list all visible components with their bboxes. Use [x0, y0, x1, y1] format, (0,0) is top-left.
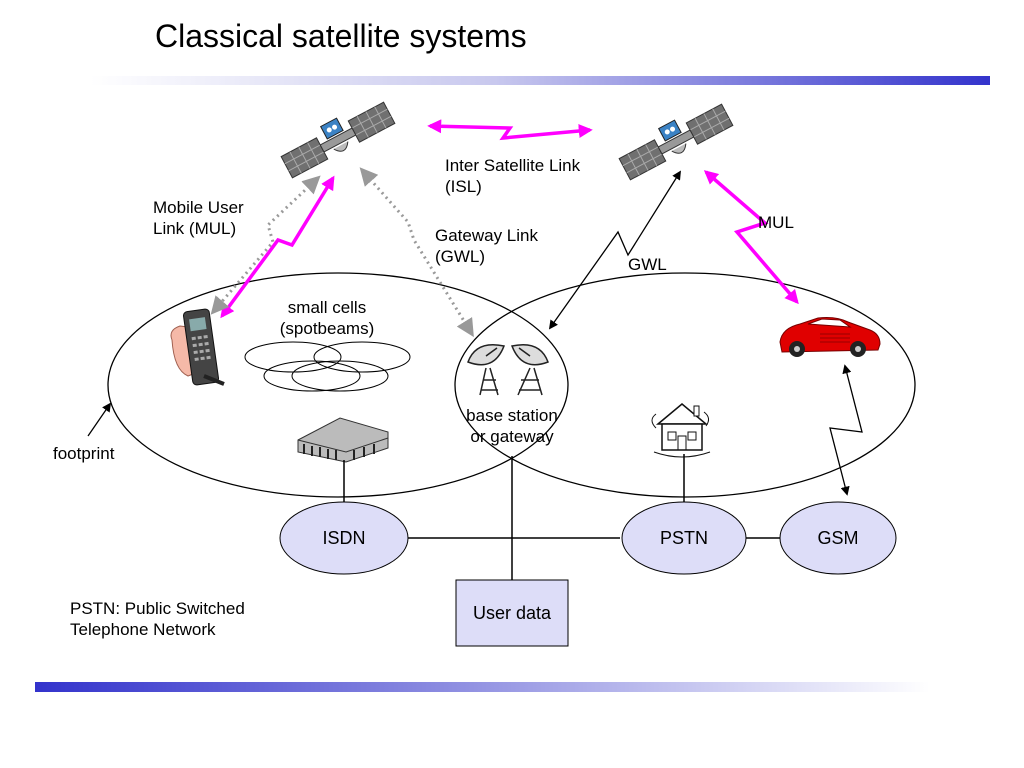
footprint-ellipse-left — [107, 272, 569, 498]
gwl-label-left-line1: Gateway Link — [435, 226, 538, 245]
gsm-label: GSM — [817, 527, 859, 548]
house-icon — [651, 403, 711, 458]
mul-label-left-line1: Mobile User — [153, 198, 244, 217]
pstn-note-line2: Telephone Network — [70, 620, 216, 639]
base-station-label-line2: or gateway — [470, 427, 554, 446]
title-underline-bar — [90, 76, 990, 85]
isl-link — [427, 119, 593, 141]
pstn-note: PSTN: Public Switched Telephone Network — [70, 598, 245, 640]
gwl-label-right: GWL — [628, 255, 667, 274]
dotted-link-left — [210, 175, 321, 315]
isl-label: Inter Satellite Link (ISL) — [445, 155, 580, 197]
spotbeam-cells — [244, 341, 411, 392]
gwl-label-left-line2: (GWL) — [435, 247, 486, 266]
small-cells-label-line1: small cells — [287, 298, 367, 317]
satellite-icon — [280, 101, 396, 179]
base-station-label-line1: base station — [466, 406, 558, 425]
mul-label-right: MUL — [758, 213, 794, 232]
car-gsm-link — [829, 364, 863, 496]
footprint-label: footprint — [53, 444, 115, 463]
isl-label-line2: (ISL) — [445, 177, 482, 196]
mul-link-right — [703, 170, 799, 305]
pstn-node — [621, 501, 747, 575]
mobile-phone-icon — [170, 308, 225, 386]
gwl-link-right — [548, 170, 681, 330]
isdn-label: ISDN — [322, 527, 366, 548]
user-data-node — [455, 579, 569, 647]
pstn-label: PSTN — [659, 527, 708, 548]
slide-title: Classical satellite systems — [155, 18, 527, 54]
mul-label-left-line2: Link (MUL) — [153, 219, 237, 238]
user-data-label: User data — [472, 602, 552, 623]
footprint-arrow — [87, 402, 112, 437]
footer-bar — [35, 682, 930, 692]
satellite-dish-icon — [510, 344, 549, 396]
satellite-dish-icon — [467, 344, 506, 396]
dotted-link-gateway — [359, 167, 474, 338]
footprint-ellipse-right — [454, 272, 916, 498]
car-icon — [779, 317, 881, 357]
building-icon — [297, 417, 389, 463]
satellite-icon — [618, 103, 734, 181]
gwl-label-left: Gateway Link (GWL) — [435, 225, 538, 267]
pstn-note-line1: PSTN: Public Switched — [70, 599, 245, 618]
network-lines — [343, 454, 780, 580]
base-station-label: base station or gateway — [447, 405, 577, 447]
small-cells-label-line2: (spotbeams) — [279, 319, 375, 338]
isl-label-line1: Inter Satellite Link — [445, 156, 581, 175]
small-cells-label: small cells (spotbeams) — [262, 297, 392, 339]
mul-label-left: Mobile User Link (MUL) — [153, 197, 244, 239]
gsm-node — [779, 501, 897, 575]
isdn-node — [279, 501, 409, 575]
